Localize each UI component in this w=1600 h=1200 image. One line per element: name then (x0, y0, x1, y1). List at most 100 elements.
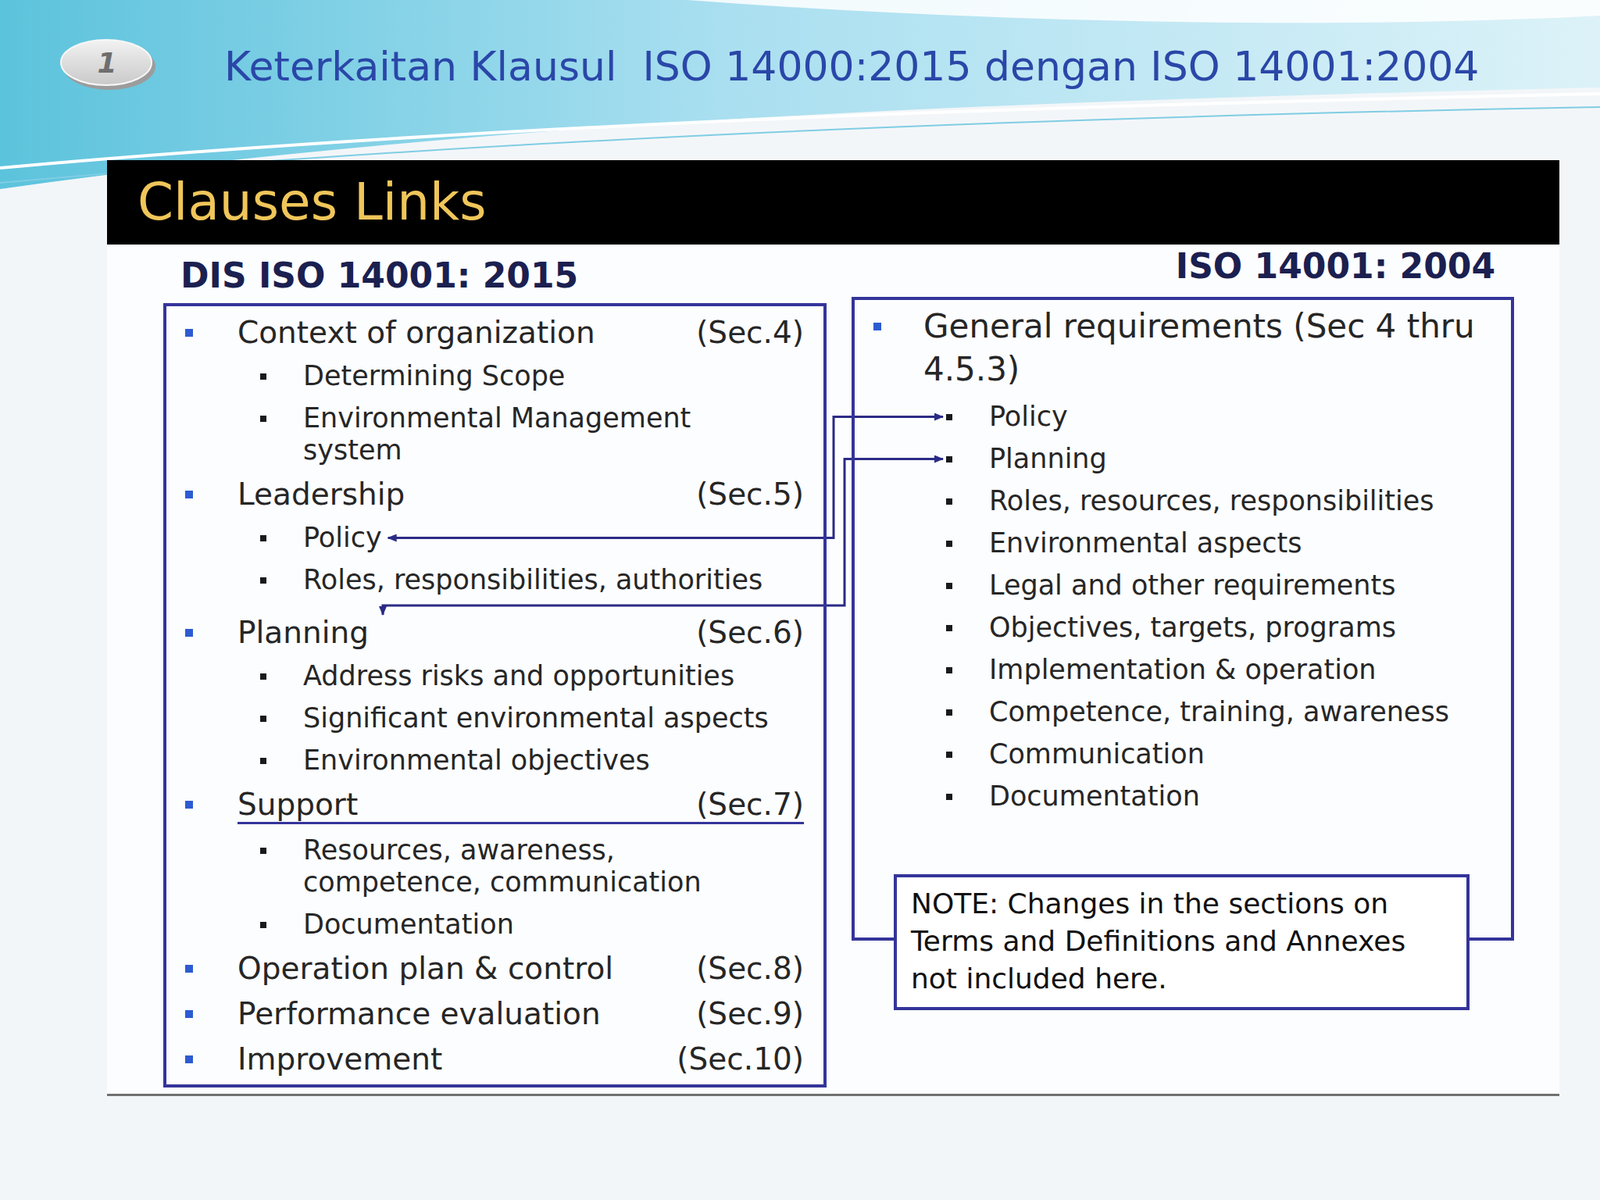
item-content: Improvement (Sec.10) (237, 1041, 804, 1077)
bullet-square (260, 847, 267, 854)
item-text: Policy (303, 521, 383, 554)
item-content: Implementation & operation (989, 653, 1377, 686)
list-item: Communication (942, 738, 1211, 771)
clause-box: DIS ISO 14001: 2015Context of organizati… (163, 303, 827, 1088)
bullet-square (260, 673, 267, 680)
item-content: Policy (303, 521, 383, 554)
section-number: (Sec.5) (696, 476, 804, 512)
item-content: Determining Scope (303, 360, 565, 393)
list-item: Environmental objectives (257, 744, 657, 777)
item-text: Objectives, targets, programs (989, 611, 1397, 644)
list-item: Resources, awareness, competence, commun… (257, 834, 779, 899)
bullet-square (946, 540, 953, 547)
item-text: Context of organization (237, 314, 596, 350)
item-text: Environmental aspects (989, 527, 1302, 560)
list-item: Context of organization (Sec.4) (182, 314, 804, 350)
section-number: (Sec.7) (696, 786, 804, 822)
bullet-square (185, 800, 193, 809)
link-arrow (388, 417, 943, 539)
item-content: General requirements (Sec 4 thru 4.5.3) (923, 304, 1486, 391)
item-content: Legal and other requirements (989, 569, 1396, 602)
item-text: Roles, resources, responsibilities (989, 485, 1435, 518)
section-number: (Sec.8) (696, 950, 804, 986)
section-number: (Sec.4) (696, 314, 804, 350)
list-item: Documentation (942, 780, 1207, 813)
bullet-square (873, 322, 882, 331)
list-item: Determining Scope (257, 360, 572, 393)
bullet-square (185, 964, 193, 973)
bullet-square (946, 793, 953, 800)
item-text: Determining Scope (303, 360, 565, 393)
bottom-rule (107, 1093, 1560, 1097)
bullet-square (260, 577, 267, 584)
item-text: Address risks and opportunities (303, 660, 735, 693)
item-text: Documentation (989, 780, 1200, 813)
bullet-square (260, 715, 267, 722)
item-content: Competence, training, awareness (989, 696, 1450, 729)
item-content: Roles, responsibilities, authorities (303, 564, 763, 597)
item-content: Leadership (Sec.5) (237, 476, 804, 512)
item-text: Leadership (237, 476, 405, 512)
item-content: Planning (989, 442, 1108, 475)
list-item: Significant environmental aspects (257, 702, 775, 735)
item-content: Context of organization (Sec.4) (237, 314, 804, 350)
list-item: General requirements (Sec 4 thru 4.5.3) (870, 304, 1493, 391)
bullet-square (260, 373, 267, 380)
section-number: (Sec.10) (676, 1041, 804, 1077)
note-text: NOTE: Changes in the sections on Terms a… (910, 885, 1427, 998)
item-text: Competence, training, awareness (989, 696, 1450, 729)
item-text: Operation plan & control (237, 950, 614, 986)
section-number: (Sec.6) (696, 614, 804, 650)
list-item: Legal and other requirements (942, 569, 1402, 602)
item-content: Roles, resources, responsibilities (989, 485, 1435, 518)
slide-number: 1 (96, 49, 117, 78)
bullet-square (185, 1055, 193, 1064)
item-content: Documentation (989, 780, 1200, 813)
item-text: Environmental Management system (303, 402, 757, 467)
note-box: NOTE: Changes in the sections on Terms a… (893, 874, 1470, 1011)
bullet-square (260, 757, 267, 765)
bullet-square (260, 415, 267, 422)
item-text: Planning (989, 442, 1108, 475)
box-heading: ISO 14001: 2004 (1175, 246, 1496, 286)
list-item: Policy (257, 521, 389, 554)
item-text: Improvement (237, 1041, 443, 1077)
item-text: Planning (237, 614, 369, 650)
item-content: Policy (989, 400, 1068, 433)
slide-title: Keterkaitan Klausul ISO 14000:2015 denga… (224, 42, 1479, 90)
list-item: Competence, training, awareness (942, 696, 1456, 729)
box-heading: DIS ISO 14001: 2015 (180, 256, 579, 296)
bullet-square (946, 667, 953, 674)
bullet-square (185, 490, 193, 499)
clause-box: ISO 14001: 2004General requirements (Sec… (851, 296, 1515, 941)
bullet-square (946, 456, 953, 463)
item-text: Communication (989, 738, 1205, 771)
list-item: Address risks and opportunities (257, 660, 741, 693)
list-item: Leadership (Sec.5) (182, 476, 804, 512)
list-item: Performance evaluation(Sec.9) (182, 996, 804, 1032)
item-text: Performance evaluation (237, 996, 601, 1032)
list-item: Roles, responsibilities, authorities (257, 564, 769, 597)
bullet-square (185, 628, 193, 637)
list-item: Environmental Management system (257, 402, 763, 467)
item-content: Planning (Sec.6) (237, 614, 804, 650)
item-content: Objectives, targets, programs (989, 611, 1397, 644)
item-text: Documentation (303, 908, 515, 941)
list-item: Planning (Sec.6) (182, 614, 804, 650)
slide-number-badge: 1 (56, 35, 158, 92)
list-item: Support(Sec.7) (182, 786, 804, 825)
item-content: Resources, awareness, competence, commun… (303, 834, 772, 899)
item-text: Roles, responsibilities, authorities (303, 564, 763, 597)
bullet-square (185, 1010, 193, 1018)
title-banner: Clauses Links (107, 160, 1560, 245)
bullet-square (946, 751, 953, 758)
item-content: Environmental aspects (989, 527, 1302, 560)
list-item: Policy (942, 400, 1075, 433)
item-text: Environmental objectives (303, 744, 650, 777)
list-item: Roles, resources, responsibilities (942, 485, 1441, 518)
bullet-square (185, 328, 193, 337)
item-content: Environmental Management system (303, 402, 757, 467)
bullet-square (260, 535, 267, 542)
bullet-square (946, 709, 953, 716)
item-content: Environmental objectives (303, 744, 650, 777)
